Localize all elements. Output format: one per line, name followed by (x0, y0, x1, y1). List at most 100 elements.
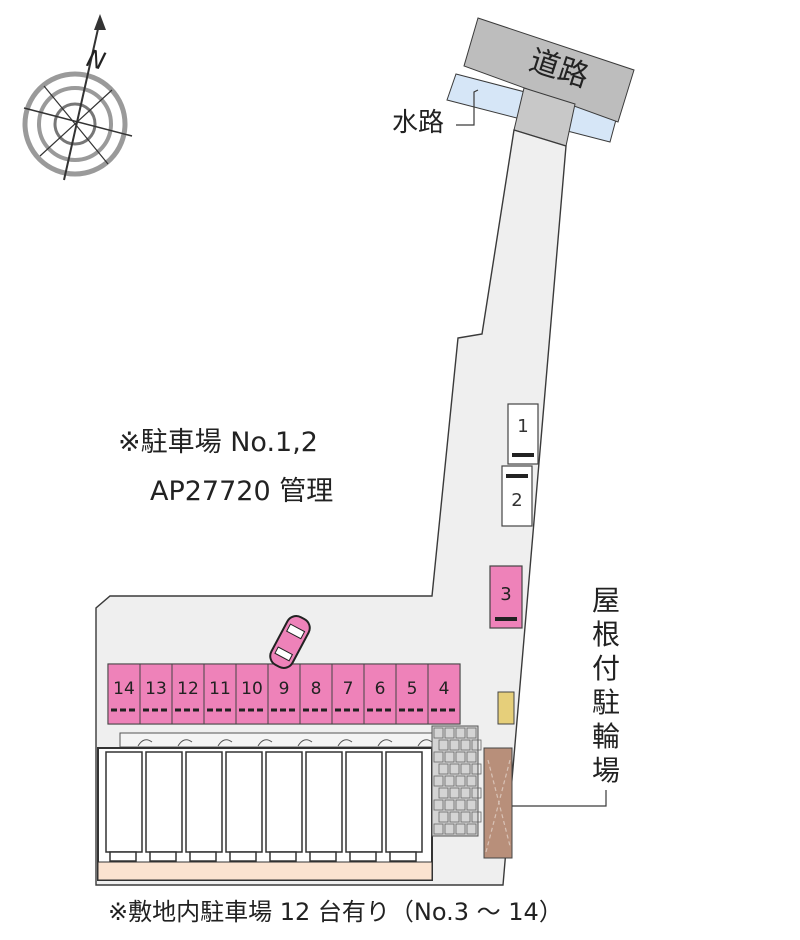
tile (444, 727, 455, 739)
bike-label-char-6: 場 (592, 754, 620, 787)
parking-spot-number: 10 (241, 679, 263, 699)
fence-strip (119, 732, 449, 748)
tile (466, 751, 477, 763)
highlighted-spot-3-number: 3 (500, 584, 511, 605)
upper-spot-2-number: 2 (511, 490, 522, 511)
parking-note-line2: AP27720 管理 (150, 476, 333, 507)
fence-mark (217, 739, 233, 747)
tile (449, 739, 460, 751)
parking-spot-10 (235, 663, 269, 725)
parking-spot-number: 14 (113, 679, 135, 699)
parking-spot-number: 13 (145, 679, 167, 699)
car-icon (269, 615, 311, 669)
tile (471, 811, 482, 823)
tile (455, 751, 466, 763)
road (463, 17, 635, 123)
car-windshield (286, 623, 306, 640)
bike-label-char-2: 根 (592, 618, 620, 651)
unit-entry (309, 851, 337, 862)
car-rear-window (274, 646, 294, 662)
parking-spot-6 (363, 663, 397, 725)
parking-spot-7 (331, 663, 365, 725)
tile (438, 787, 449, 799)
building-unit (225, 751, 263, 853)
tile (449, 787, 460, 799)
tile (471, 763, 482, 775)
parking-spot-number: 5 (407, 679, 418, 699)
tile (438, 763, 449, 775)
fence-mark (337, 739, 353, 747)
building-unit (265, 751, 303, 853)
onsite-parking-note: ※敷地内駐車場 12 台有り（No.3 ～ 14） (108, 898, 563, 926)
fence-mark (257, 739, 273, 747)
parking-spot-number: 11 (209, 679, 231, 699)
upper-spot-1-stop (512, 453, 534, 457)
upper-spot-2-stop (506, 474, 528, 478)
fence-mark (377, 739, 393, 747)
compass-ring-inner (37, 86, 113, 162)
unit-entry (269, 851, 297, 862)
bike-leader (512, 790, 607, 807)
compass-needle-d1 (39, 89, 113, 157)
parking-spot-number: 9 (279, 679, 290, 699)
tile (455, 775, 466, 787)
tile (433, 727, 444, 739)
bike-label-char-5: 輪 (592, 720, 620, 753)
tile (444, 775, 455, 787)
compass-ring-outer (22, 71, 128, 177)
unit-entry (349, 851, 377, 862)
fence-mark (177, 739, 193, 747)
tile (433, 823, 444, 835)
compass-needle-ew (23, 107, 133, 137)
unit-entry (389, 851, 417, 862)
bike-rack-small (497, 691, 515, 725)
compass-north-letter: N (84, 44, 109, 76)
waterway-leader (456, 89, 479, 126)
building-unit (145, 751, 183, 853)
tile (444, 751, 455, 763)
tile (460, 811, 471, 823)
bike-label-char-4: 駐 (592, 686, 620, 719)
unit-entry (189, 851, 217, 862)
building-unit (185, 751, 223, 853)
tile (460, 739, 471, 751)
compass-arrow-icon (94, 14, 106, 30)
tile (449, 811, 460, 823)
bicycle-parking-label: 屋 根 付 駐 輪 場 (592, 584, 620, 787)
bike-label-char-3: 付 (592, 652, 620, 685)
compass: N (22, 14, 133, 181)
parking-spot-14 (107, 663, 141, 725)
fence-marks (137, 739, 433, 747)
tile (433, 799, 444, 811)
tile (438, 811, 449, 823)
building-unit (305, 751, 343, 853)
tile (444, 799, 455, 811)
bike-hatch-1 (485, 759, 511, 853)
parking-spot-5 (395, 663, 429, 725)
tile (433, 775, 444, 787)
tile (466, 823, 477, 835)
parking-spot-12 (171, 663, 205, 725)
unit-entry (109, 851, 137, 862)
tile (455, 823, 466, 835)
tile (471, 739, 482, 751)
building-unit (345, 751, 383, 853)
parking-spot-9 (267, 663, 301, 725)
parking-spot-4 (427, 663, 461, 725)
bicycle-parking-area (483, 747, 513, 859)
bike-hatch-2 (487, 759, 511, 847)
upper-spot-1: 1 (507, 403, 539, 465)
tile (455, 727, 466, 739)
tile (433, 751, 444, 763)
tile (466, 799, 477, 811)
tile (438, 739, 449, 751)
building-unit (385, 751, 423, 853)
compass-ring-core (53, 102, 97, 146)
tile (471, 787, 482, 799)
tile (455, 799, 466, 811)
building-units (105, 751, 423, 862)
building-unit (105, 751, 143, 853)
parking-spot-number: 8 (311, 679, 322, 699)
